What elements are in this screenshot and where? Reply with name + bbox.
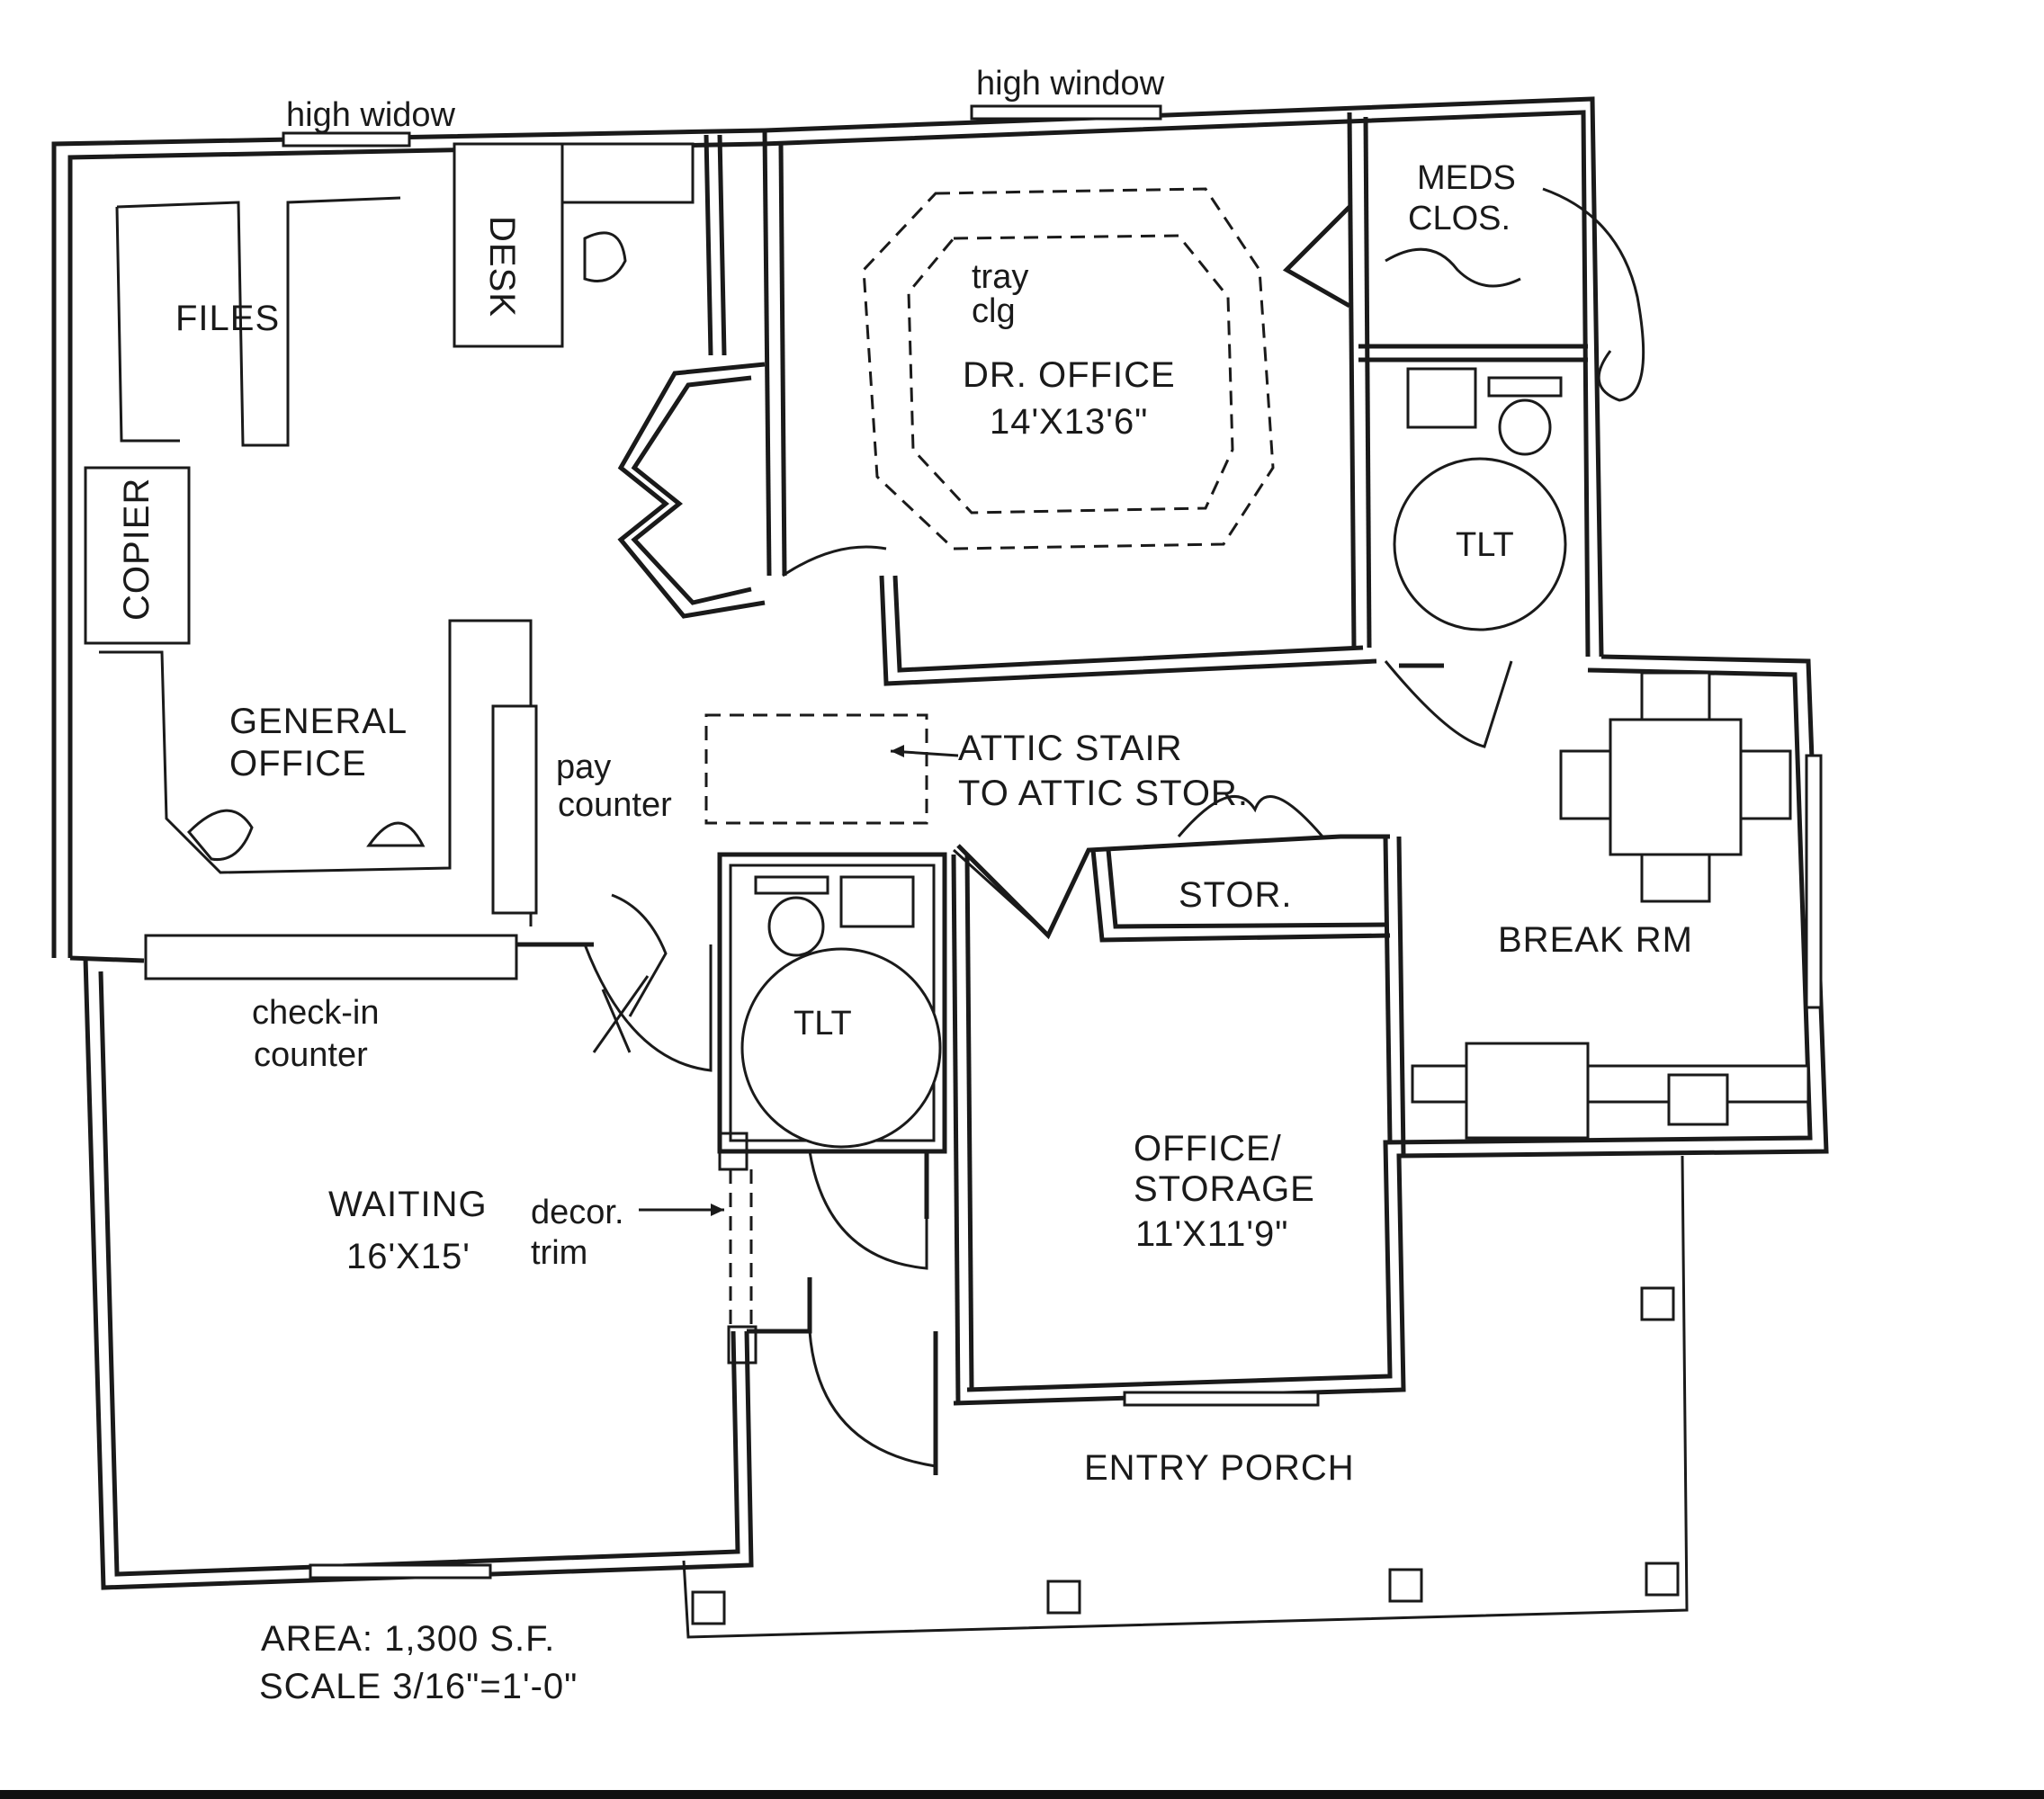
- entry-porch-label: ENTRY PORCH: [1084, 1448, 1355, 1488]
- pay-counter-label-1: pay: [556, 748, 611, 786]
- general-office-label-1: GENERAL: [229, 702, 408, 741]
- scale-note: SCALE 3/16"=1'-0": [259, 1667, 578, 1706]
- fixtures: [84, 142, 1810, 1216]
- pay-counter-label-2: counter: [558, 786, 672, 824]
- dr-office-size: 14'X13'6": [990, 402, 1148, 442]
- desk-label: DESK: [482, 216, 522, 318]
- interior-walls: [69, 112, 1588, 1475]
- room-labels: high widow high window FILES DESK COPIER…: [117, 65, 1693, 1706]
- check-in-label-1: check-in: [252, 994, 380, 1032]
- files-label: FILES: [175, 299, 280, 338]
- check-in-label-2: counter: [254, 1036, 368, 1074]
- office-storage-label-2: STORAGE: [1134, 1169, 1315, 1209]
- copier-label: COPIER: [117, 478, 157, 621]
- waiting-size: 16'X15': [346, 1237, 471, 1276]
- tlt-lower-label: TLT: [793, 1005, 852, 1043]
- dr-office-label: DR. OFFICE: [963, 355, 1176, 395]
- stor-label: STOR.: [1179, 875, 1293, 915]
- attic-stair-label-2: TO ATTIC STOR.: [958, 774, 1249, 813]
- bottom-border: [0, 1790, 2044, 1799]
- exterior-walls: [51, 96, 1829, 1590]
- tray-label-2: clg: [972, 292, 1016, 330]
- office-storage-size: 11'X11'9": [1135, 1214, 1288, 1254]
- window-label-center: high window: [976, 65, 1165, 103]
- waiting-label: WAITING: [328, 1185, 488, 1224]
- attic-stair-label-1: ATTIC STAIR: [958, 729, 1183, 768]
- window-label-left: high widow: [286, 96, 456, 134]
- decor-trim-label-1: decor.: [531, 1194, 624, 1231]
- window-marks: [282, 104, 1823, 1580]
- area-note: AREA: 1,300 S.F.: [261, 1619, 555, 1659]
- meds-clos-label-1: MEDS: [1417, 159, 1516, 197]
- tray-label-1: tray: [972, 258, 1028, 296]
- meds-clos-label-2: CLOS.: [1408, 200, 1511, 237]
- decor-trim-label-2: trim: [531, 1234, 587, 1272]
- break-rm-label: BREAK RM: [1498, 920, 1693, 960]
- office-storage-label-1: OFFICE/: [1134, 1129, 1282, 1168]
- general-office-label-2: OFFICE: [229, 744, 367, 783]
- tlt-upper-label: TLT: [1456, 526, 1514, 564]
- door-swings: [583, 545, 1513, 1468]
- entry-porch: [682, 1155, 1689, 1639]
